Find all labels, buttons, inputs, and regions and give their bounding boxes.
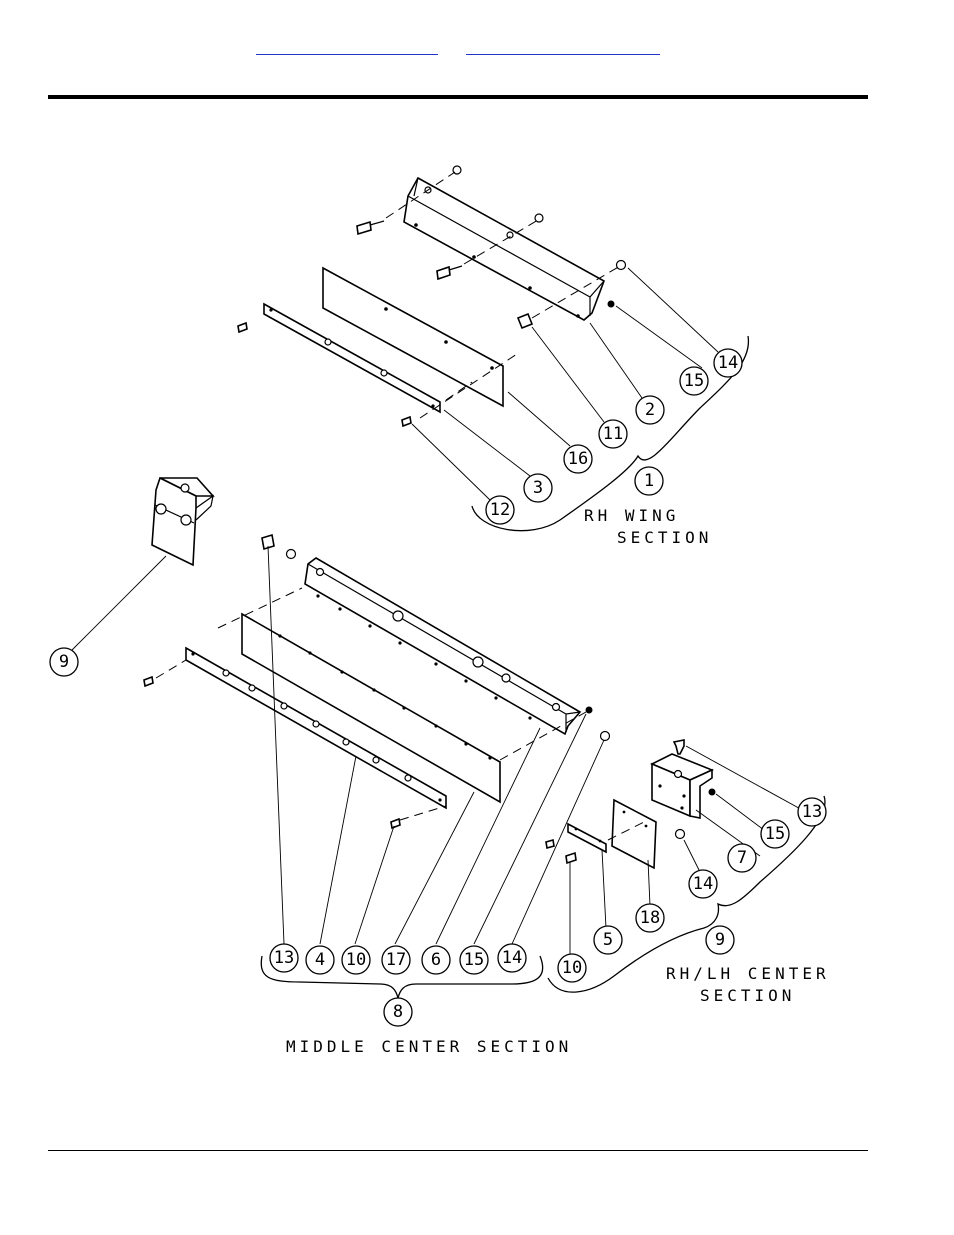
balloon-1: 1 bbox=[634, 466, 664, 496]
svg-text:1: 1 bbox=[644, 471, 654, 491]
rh-wing-caption-line2: SECTION bbox=[617, 528, 712, 547]
balloon-18: 18 bbox=[635, 903, 665, 933]
middle-center-caption: MIDDLE CENTER SECTION bbox=[286, 1037, 572, 1056]
svg-text:16: 16 bbox=[568, 449, 588, 469]
svg-text:15: 15 bbox=[765, 824, 785, 844]
svg-text:4: 4 bbox=[315, 950, 325, 970]
balloon-2: 2 bbox=[635, 395, 665, 425]
svg-text:15: 15 bbox=[464, 950, 484, 970]
svg-text:14: 14 bbox=[718, 353, 738, 373]
header-rule bbox=[48, 95, 868, 99]
svg-text:9: 9 bbox=[715, 930, 725, 950]
bracket-part-9 bbox=[71, 476, 215, 651]
balloon-15c: 15 bbox=[760, 819, 790, 849]
balloon-13a: 13 bbox=[269, 943, 299, 973]
balloon-13b: 13 bbox=[797, 797, 827, 827]
balloon-9b: 9 bbox=[705, 925, 735, 955]
svg-text:12: 12 bbox=[490, 500, 510, 520]
balloon-4: 4 bbox=[305, 945, 335, 975]
svg-text:8: 8 bbox=[393, 1002, 403, 1022]
svg-text:13: 13 bbox=[274, 948, 294, 968]
balloon-11: 11 bbox=[598, 419, 628, 449]
rh-wing-caption-line1: RH WING bbox=[584, 506, 679, 525]
rh-lh-center-caption-line1: RH/LH CENTER bbox=[666, 964, 830, 983]
rh-lh-center-caption-line2: SECTION bbox=[700, 986, 795, 1005]
balloon-14a: 14 bbox=[713, 348, 743, 378]
svg-text:11: 11 bbox=[603, 424, 623, 444]
middle-center-assembly bbox=[143, 533, 611, 999]
svg-text:6: 6 bbox=[431, 950, 441, 970]
svg-text:10: 10 bbox=[562, 958, 582, 978]
svg-text:10: 10 bbox=[346, 950, 366, 970]
balloon-14b: 14 bbox=[497, 943, 527, 973]
svg-text:13: 13 bbox=[802, 802, 822, 822]
svg-text:17: 17 bbox=[386, 950, 406, 970]
balloon-16: 16 bbox=[563, 444, 593, 474]
svg-text:15: 15 bbox=[684, 371, 704, 391]
balloon-9a: 9 bbox=[49, 647, 79, 677]
svg-text:7: 7 bbox=[737, 848, 747, 868]
rh-lh-center-assembly bbox=[545, 739, 826, 993]
balloon-17: 17 bbox=[381, 945, 411, 975]
balloon-15b: 15 bbox=[459, 945, 489, 975]
svg-text:9: 9 bbox=[59, 652, 69, 672]
svg-text:2: 2 bbox=[645, 400, 655, 420]
balloon-6: 6 bbox=[421, 945, 451, 975]
flat-plate-part-17 bbox=[241, 612, 501, 804]
balloon-10a: 10 bbox=[341, 945, 371, 975]
balloon-14c: 14 bbox=[688, 869, 718, 899]
footer-rule bbox=[48, 1150, 868, 1151]
balloon-12: 12 bbox=[485, 495, 515, 525]
svg-text:14: 14 bbox=[693, 874, 713, 894]
svg-text:14: 14 bbox=[502, 948, 522, 968]
balloon-7: 7 bbox=[727, 843, 757, 873]
nav-link-2[interactable] bbox=[466, 36, 660, 55]
balloon-3: 3 bbox=[523, 473, 553, 503]
flat-plate-part-16 bbox=[322, 266, 504, 408]
strip-part-3 bbox=[263, 302, 441, 414]
svg-text:5: 5 bbox=[603, 930, 613, 950]
nav-link-1[interactable] bbox=[256, 36, 438, 55]
balloon-15a: 15 bbox=[679, 366, 709, 396]
svg-text:3: 3 bbox=[533, 478, 543, 498]
balloon-10b: 10 bbox=[557, 953, 587, 983]
balloon-8: 8 bbox=[383, 997, 413, 1027]
svg-text:18: 18 bbox=[640, 908, 660, 928]
balloon-5: 5 bbox=[593, 925, 623, 955]
rh-wing-assembly bbox=[237, 165, 750, 532]
